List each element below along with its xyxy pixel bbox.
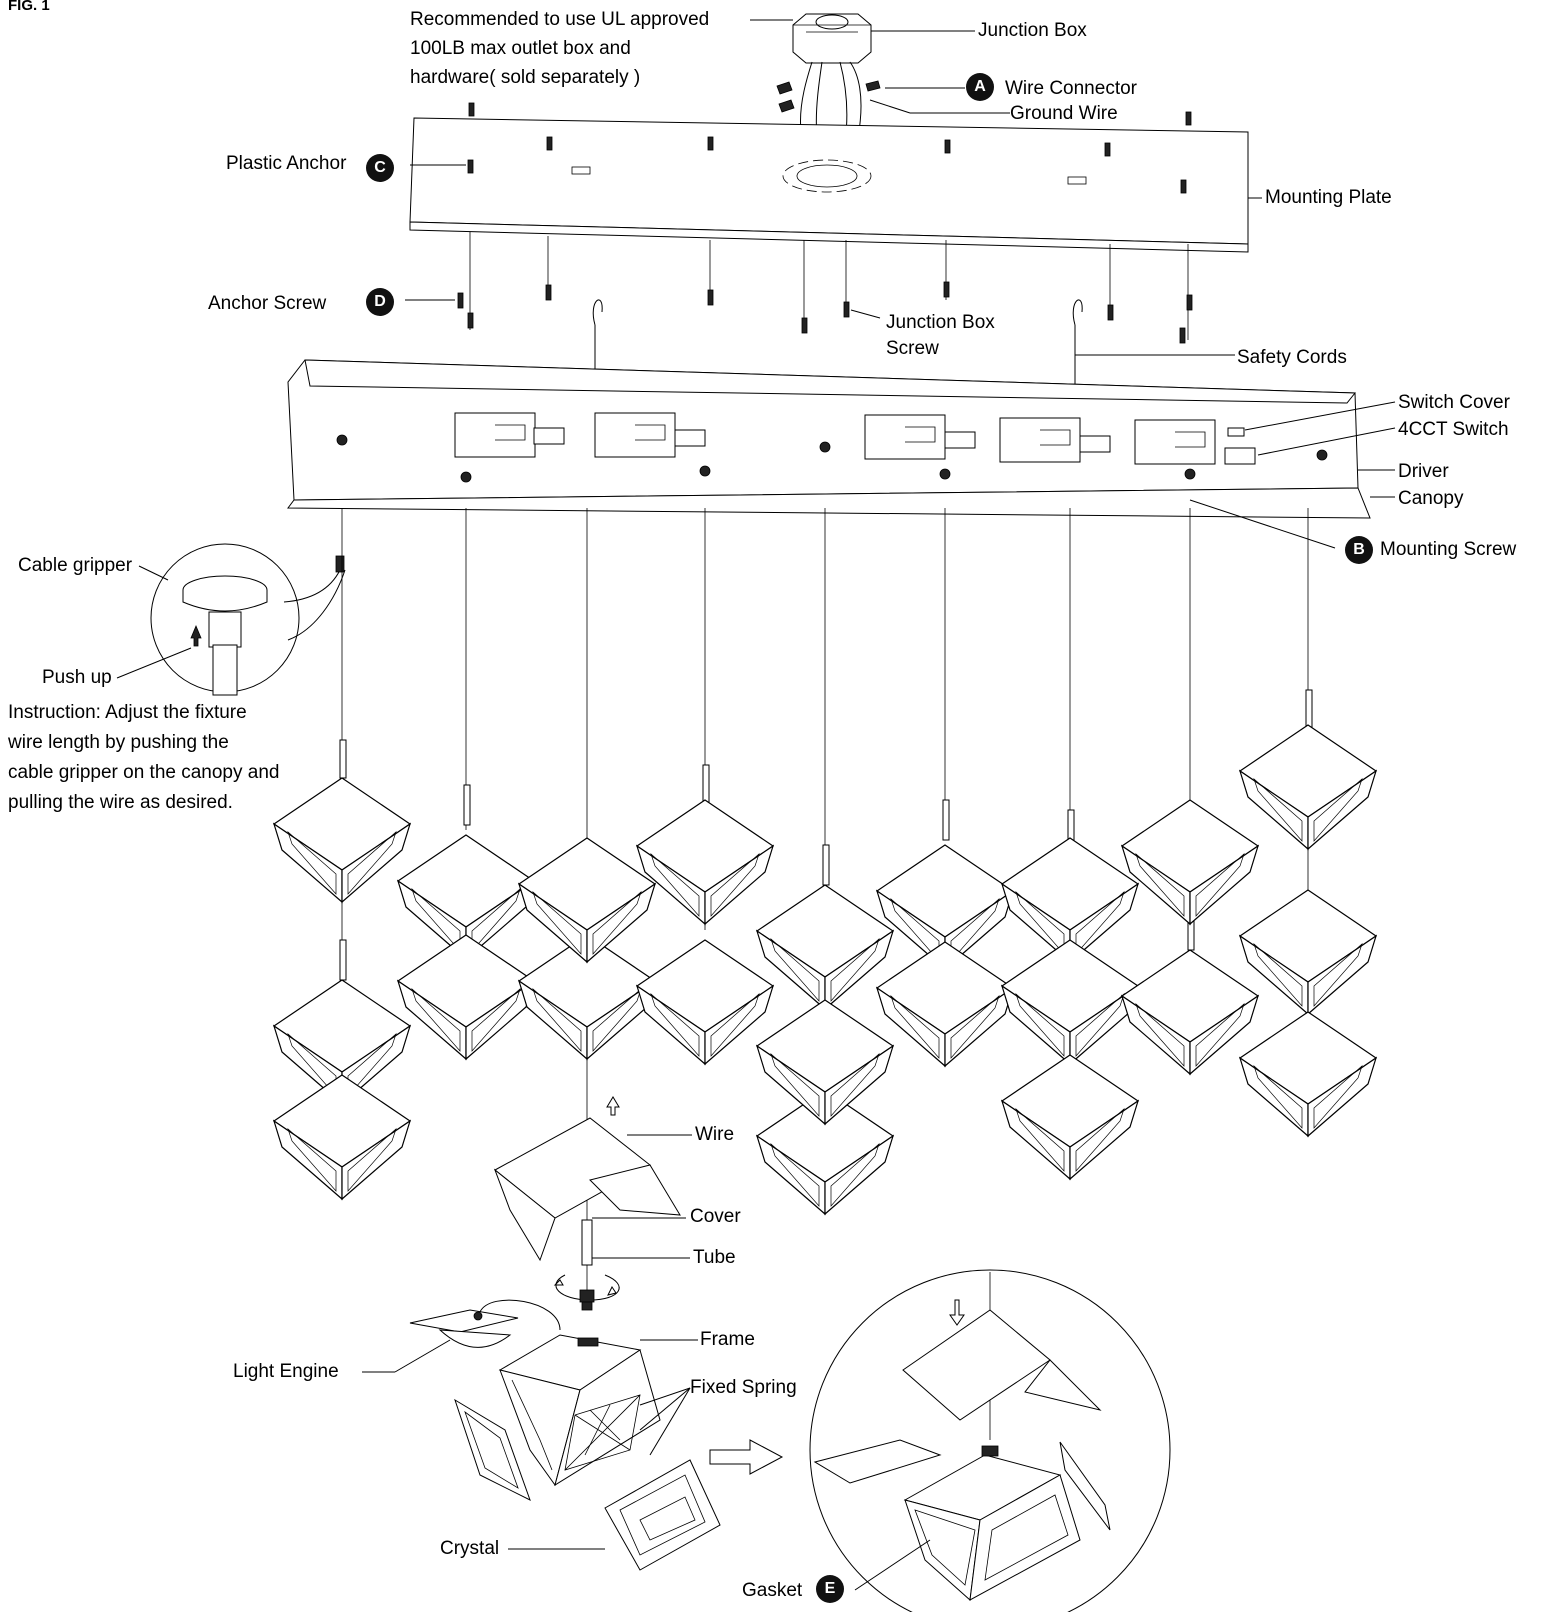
crystal-cubes [272, 724, 1378, 1216]
instruction-line3: cable gripper on the canopy and [8, 762, 280, 783]
tube-label: Tube [693, 1247, 736, 1268]
crystal-cube [755, 884, 895, 1011]
anchor-screw-label: Anchor Screw [208, 293, 327, 314]
crystal-label: Crystal [440, 1538, 500, 1559]
ground-wire-label: Ground Wire [1010, 103, 1118, 124]
junction-box-label: Junction Box [978, 20, 1087, 41]
crystal-cube [396, 934, 536, 1061]
crystal-cube [1238, 724, 1378, 851]
crystal-cube [1120, 949, 1260, 1076]
recommend-note-line1: Recommended to use UL approved [410, 9, 710, 30]
mounting-plate-label: Mounting Plate [1265, 187, 1392, 208]
junction-box-screw-label-1: Junction Box [886, 312, 995, 333]
crystal-cube [635, 799, 775, 926]
canopy-label: Canopy [1398, 488, 1464, 509]
cable-gripper-detail [150, 543, 346, 696]
cover-assembly [493, 1096, 681, 1311]
crystal-cube [517, 934, 657, 1061]
crystal-cube [1120, 799, 1260, 926]
fixed-spring-label: Fixed Spring [690, 1377, 797, 1398]
crystal-cube [1000, 939, 1140, 1066]
crystal-cube [755, 1089, 895, 1216]
safety-cords-label: Safety Cords [1237, 347, 1347, 368]
junction-wires [776, 61, 881, 186]
crystal-cube [517, 837, 657, 964]
badge-b: B [1345, 536, 1373, 564]
push-up-label: Push up [42, 667, 112, 688]
gasket-detail [809, 1269, 1171, 1612]
light-engine-label: Light Engine [233, 1361, 339, 1382]
badge-c: C [366, 154, 394, 182]
crystal-cube [1238, 889, 1378, 1016]
frame-label: Frame [700, 1329, 755, 1350]
plastic-anchor-label: Plastic Anchor [226, 153, 347, 174]
crystal-cube [272, 777, 412, 904]
gasket-label: Gasket [742, 1580, 803, 1601]
arrow-right-icon [709, 1439, 784, 1475]
badge-d: D [366, 288, 394, 316]
junction-box-screw-label-2: Screw [886, 338, 939, 359]
badge-e: E [816, 1575, 844, 1603]
driver-label: Driver [1398, 461, 1449, 482]
crystal-cube [875, 941, 1015, 1068]
frame [498, 1334, 661, 1487]
canopy [287, 359, 1371, 519]
cable-gripper-label: Cable gripper [18, 555, 133, 576]
figure-label: FIG. 1 [8, 0, 50, 14]
recommend-note-line3: hardware( sold separately ) [410, 67, 641, 88]
crystal-cube [1000, 837, 1140, 964]
crystal-cube [875, 844, 1015, 971]
instruction-line2: wire length by pushing the [8, 732, 229, 753]
badge-a: A [966, 73, 994, 101]
wire-label: Wire [695, 1124, 735, 1145]
recommend-note-line2: 100LB max outlet box and [410, 38, 631, 59]
cover-label: Cover [690, 1206, 741, 1227]
crystal-cube [635, 939, 775, 1066]
instruction-line1: Instruction: Adjust the fixture [8, 702, 247, 723]
junction-box [792, 13, 872, 64]
light-engine [409, 1299, 561, 1348]
crystal-cube [272, 979, 412, 1106]
wire-connector-label: Wire Connector [1005, 78, 1137, 99]
mounting-screw-label: Mounting Screw [1380, 539, 1517, 560]
mounting-plate [409, 117, 1249, 253]
anchor-screws [457, 232, 1193, 344]
4cct-switch-label: 4CCT Switch [1398, 419, 1509, 440]
instruction-line4: pulling the wire as desired. [8, 792, 233, 813]
crystal-cube [1238, 1011, 1378, 1138]
crystal-cube [272, 1074, 412, 1201]
switch-cover-label: Switch Cover [1398, 392, 1510, 413]
plastic-anchors [467, 102, 1192, 194]
crystal-cube [755, 999, 895, 1126]
crystal-cube [1000, 1054, 1140, 1181]
crystal-panels [454, 1398, 721, 1571]
